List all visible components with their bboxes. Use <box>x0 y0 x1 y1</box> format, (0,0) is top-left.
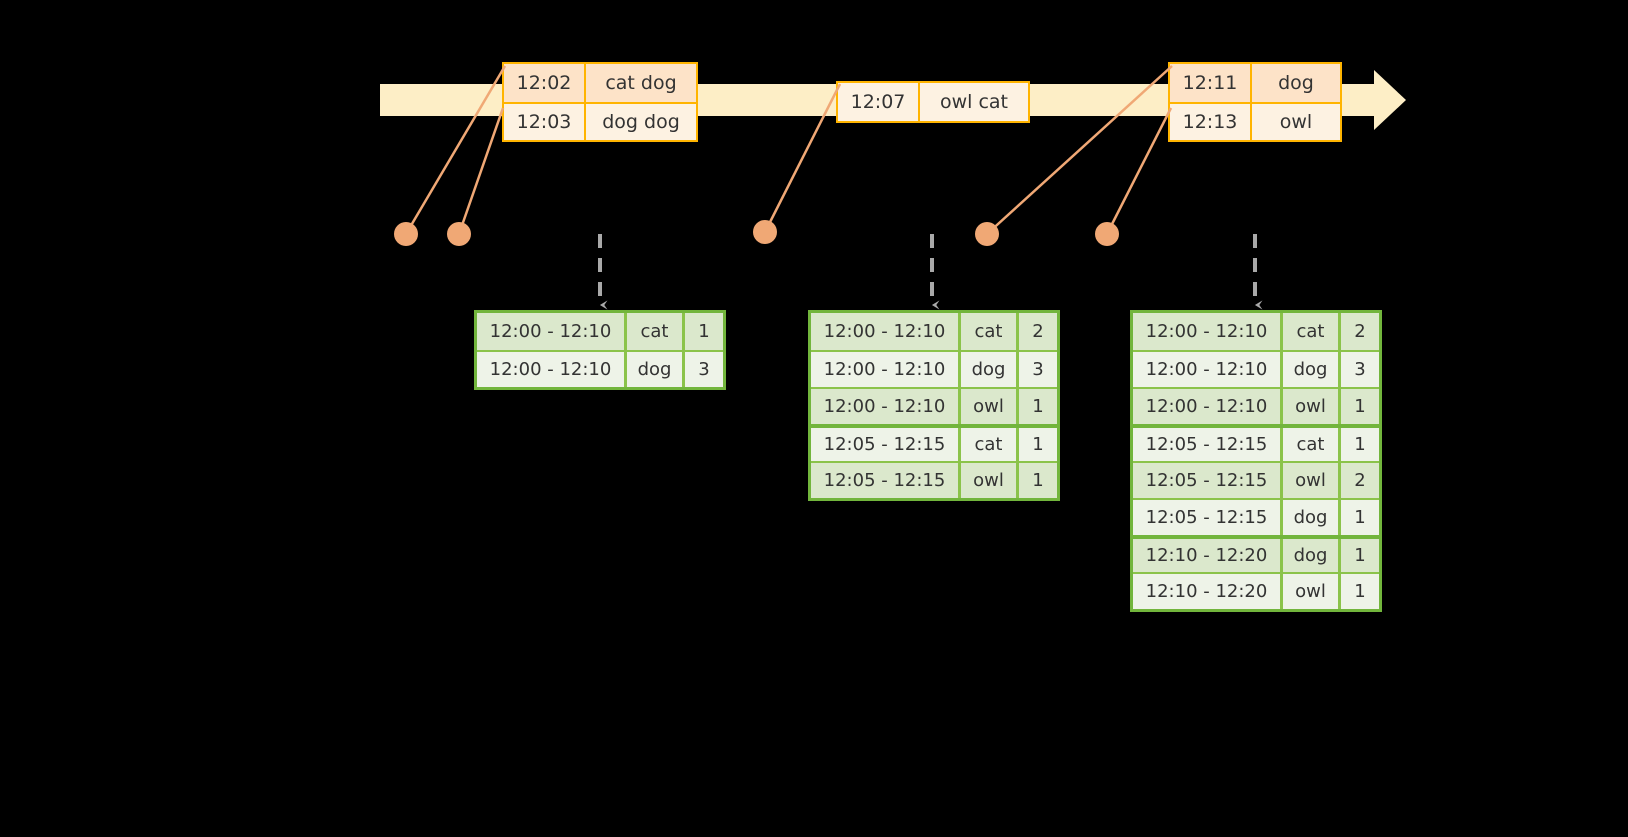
event-time: 12:13 <box>1170 104 1252 140</box>
cell-count: 1 <box>1354 545 1366 566</box>
event-box-1: 12:02 cat dog 12:03 dog dog <box>502 62 698 142</box>
cell-window: 12:00 - 12:10 <box>1133 389 1283 424</box>
connector-line-2 <box>457 107 505 235</box>
cell-window: 12:00 - 12:10 <box>477 313 627 350</box>
cell-count: 3 <box>1354 359 1366 380</box>
cell-key: owl <box>1283 389 1341 424</box>
connector-dot-1 <box>394 222 418 246</box>
cell-key: cat <box>961 313 1019 350</box>
cell-count: 1 <box>1032 434 1044 455</box>
cell-count: 1 <box>1032 470 1044 491</box>
event-time: 12:11 <box>1170 64 1252 102</box>
connector-dot-2 <box>447 222 471 246</box>
cell-count: 2 <box>1354 321 1366 342</box>
cell-count: 3 <box>698 359 710 380</box>
cell-key: cat <box>627 313 685 350</box>
connector-dot-4 <box>975 222 999 246</box>
event-time: 12:07 <box>838 83 920 121</box>
cell-count: 1 <box>698 321 710 342</box>
cell-key: dog <box>961 352 1019 387</box>
event-box-3: 12:11 dog 12:13 owl <box>1168 62 1342 142</box>
event-words: owl <box>1279 111 1313 133</box>
cell-window: 12:00 - 12:10 <box>477 352 627 387</box>
cell-window: 12:10 - 12:20 <box>1133 574 1283 609</box>
cell-key: cat <box>1283 428 1341 461</box>
cell-key: owl <box>961 463 1019 498</box>
timeline-arrow-head-icon <box>1374 70 1406 130</box>
cell-window: 12:05 - 12:15 <box>811 463 961 498</box>
event-words: cat dog <box>605 72 677 94</box>
cell-count: 1 <box>1354 434 1366 455</box>
cell-key: cat <box>1283 313 1341 350</box>
cell-count: 3 <box>1032 359 1044 380</box>
cell-count: 1 <box>1032 396 1044 417</box>
event-row: 12:03 dog dog <box>504 102 696 140</box>
cell-count: 2 <box>1354 470 1366 491</box>
cell-count: 1 <box>1354 396 1366 417</box>
cell-window: 12:05 - 12:15 <box>1133 500 1283 535</box>
event-box-2: 12:07 owl cat <box>836 81 1030 123</box>
connector-dot-5 <box>1095 222 1119 246</box>
connector-dot-3 <box>753 220 777 244</box>
cell-window: 12:00 - 12:10 <box>1133 352 1283 387</box>
cell-window: 12:05 - 12:15 <box>1133 428 1283 461</box>
timeline-arrow-stem <box>1356 84 1378 116</box>
event-words: dog dog <box>602 111 680 133</box>
cell-window: 12:00 - 12:10 <box>811 389 961 424</box>
cell-count: 1 <box>1354 581 1366 602</box>
cell-key: cat <box>961 428 1019 461</box>
cell-count: 2 <box>1032 321 1044 342</box>
event-row: 12:02 cat dog <box>504 64 696 102</box>
event-time: 12:03 <box>504 104 586 140</box>
event-words: dog <box>1278 72 1314 94</box>
cell-window: 12:05 - 12:15 <box>1133 463 1283 498</box>
cell-key: dog <box>1283 352 1341 387</box>
cell-count: 1 <box>1354 507 1366 528</box>
cell-key: owl <box>1283 463 1341 498</box>
cell-key: owl <box>961 389 1019 424</box>
event-row: 12:11 dog <box>1170 64 1340 102</box>
cell-key: dog <box>1283 539 1341 572</box>
event-words: owl cat <box>939 91 1009 113</box>
cell-window: 12:00 - 12:10 <box>811 352 961 387</box>
cell-key: dog <box>1283 500 1341 535</box>
cell-key: owl <box>1283 574 1341 609</box>
connector-line-5 <box>1105 107 1173 235</box>
event-time: 12:02 <box>504 64 586 102</box>
cell-window: 12:10 - 12:20 <box>1133 539 1283 572</box>
cell-window: 12:05 - 12:15 <box>811 428 961 461</box>
cell-window: 12:00 - 12:10 <box>1133 313 1283 350</box>
event-row: 12:07 owl cat <box>838 83 1028 121</box>
event-row: 12:13 owl <box>1170 102 1340 140</box>
cell-key: dog <box>627 352 685 387</box>
cell-window: 12:00 - 12:10 <box>811 313 961 350</box>
